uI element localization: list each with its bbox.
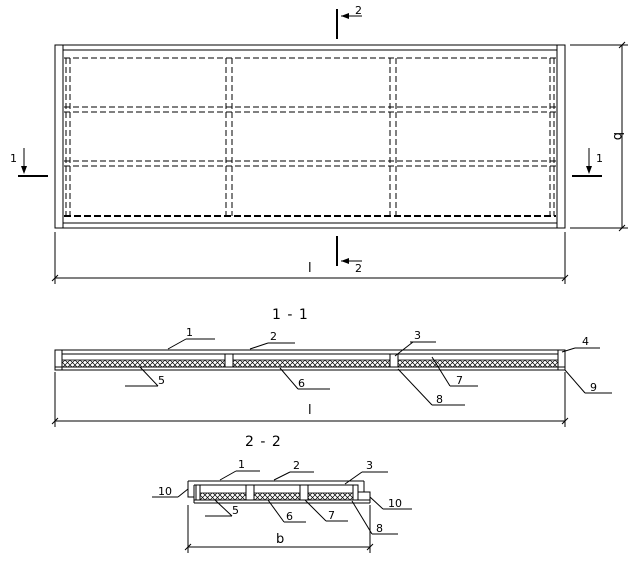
callout-1-1-d: 4 bbox=[582, 335, 589, 348]
callout-2-2-b: 2 bbox=[293, 459, 300, 472]
section-1-1-callouts: 1 2 3 4 5 6 7 8 9 bbox=[125, 326, 612, 406]
callout-2-2-f: 6 bbox=[286, 510, 293, 523]
section-mark-bottom-label: 2 bbox=[355, 262, 362, 275]
section-mark-right: 1 bbox=[572, 148, 603, 177]
section-2-2-dim-label: b bbox=[276, 532, 284, 547]
plan-left-post bbox=[54, 44, 64, 229]
section-1-1-dim-label: l bbox=[308, 403, 312, 418]
callout-1-1-h: 8 bbox=[436, 393, 443, 406]
section-mark-right-label: 1 bbox=[596, 152, 603, 165]
section-1-1-title: 1 - 1 bbox=[272, 307, 309, 323]
section-mark-left: 1 bbox=[10, 148, 48, 177]
section-mark-bottom: 2 bbox=[336, 236, 362, 275]
callout-1-1-g: 7 bbox=[456, 374, 463, 387]
plan-dimension-length: l bbox=[51, 232, 569, 284]
callout-2-2-g: 7 bbox=[328, 509, 335, 522]
plan-right-post bbox=[556, 44, 566, 229]
section-mark-top: 2 bbox=[336, 4, 362, 39]
callout-2-2-e: 5 bbox=[232, 504, 239, 517]
callout-1-1-f: 6 bbox=[298, 377, 305, 390]
section-2-2-dimension: b bbox=[184, 505, 374, 553]
callout-2-2-d: 10 bbox=[158, 485, 172, 498]
plan-outer-frame bbox=[54, 44, 566, 229]
section-1-1 bbox=[54, 349, 566, 371]
plan-view bbox=[54, 44, 566, 229]
section-mark-left-label: 1 bbox=[10, 152, 17, 165]
callout-2-2-c: 3 bbox=[366, 459, 373, 472]
callout-2-2-i: 10 bbox=[388, 497, 402, 510]
section-1-1-dimension: l bbox=[51, 372, 569, 427]
callout-1-1-c: 3 bbox=[414, 329, 421, 342]
callout-2-2-a: 1 bbox=[238, 458, 245, 471]
callout-1-1-i: 9 bbox=[590, 381, 597, 394]
section-2-2 bbox=[187, 480, 371, 504]
plan-dimension-width: b bbox=[570, 41, 628, 232]
callout-1-1-e: 5 bbox=[158, 374, 165, 387]
callout-1-1-a: 1 bbox=[186, 326, 193, 339]
section-2-2-callouts: 1 2 3 10 5 6 7 8 10 bbox=[152, 458, 412, 535]
section-mark-top-label: 2 bbox=[355, 4, 362, 17]
callout-1-1-b: 2 bbox=[270, 330, 277, 343]
callout-2-2-h: 8 bbox=[376, 522, 383, 535]
plan-dim-width-label: b bbox=[610, 132, 625, 140]
section-2-2-title: 2 - 2 bbox=[245, 434, 282, 450]
plan-dim-length-label: l bbox=[308, 261, 312, 276]
